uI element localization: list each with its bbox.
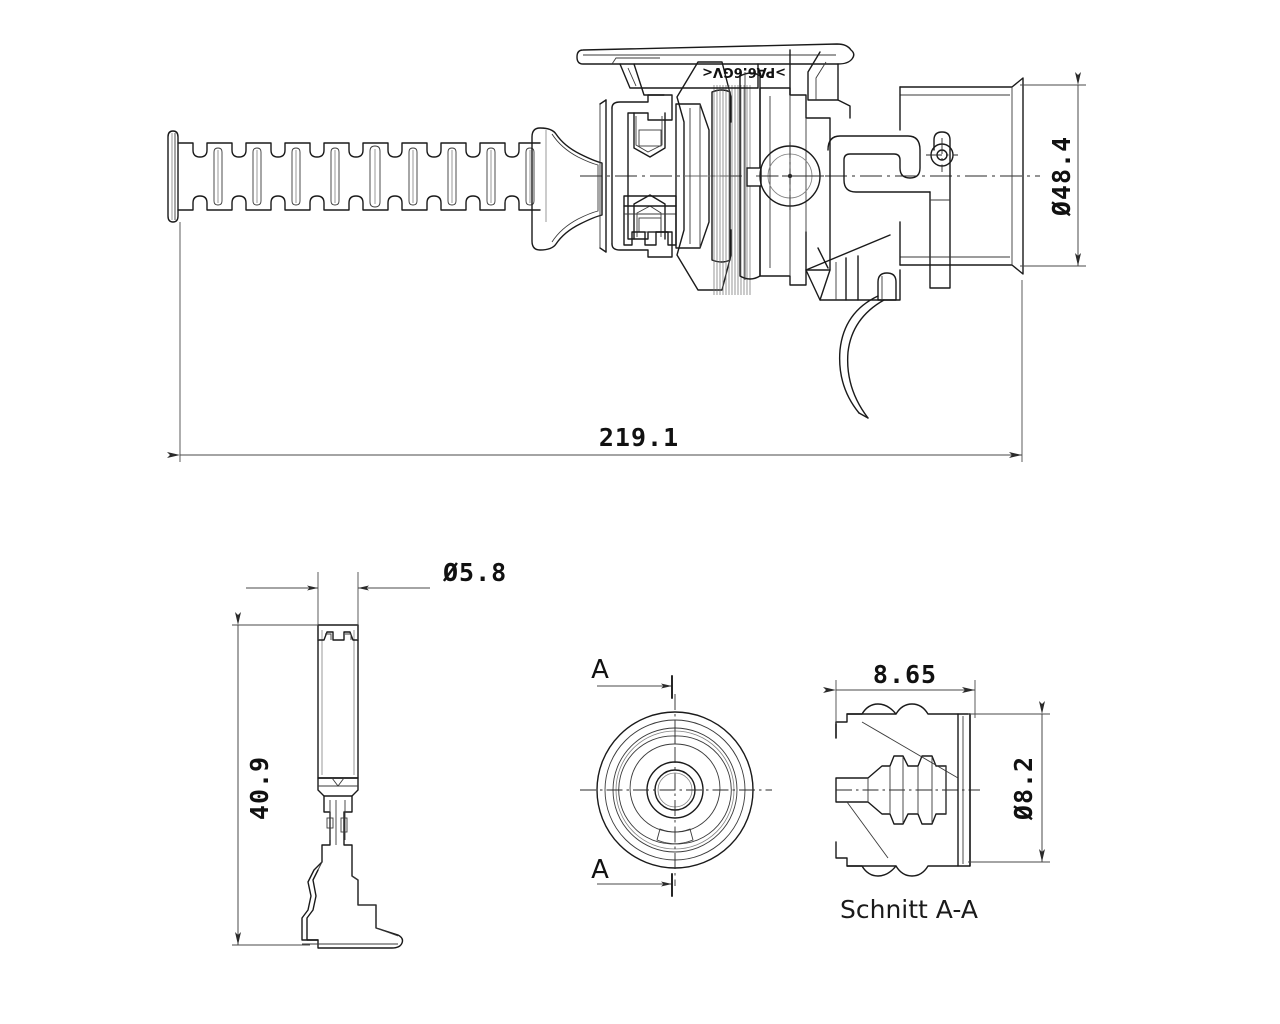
- dimension-terminal-height: 40.9: [232, 612, 318, 946]
- lower-bracket: [805, 231, 901, 419]
- hex-body: [675, 61, 732, 291]
- dim-label-seal-length: 8.65: [873, 660, 937, 689]
- section-letter-top: A: [591, 655, 609, 685]
- section-view-label: Schnitt A-A: [840, 895, 978, 924]
- ribbed-conduit: [167, 130, 541, 223]
- top-cover-plate: [576, 43, 855, 119]
- material-marking: >PA6.6GV<: [702, 64, 786, 79]
- conduit-slots: [213, 145, 535, 208]
- dimension-seal-diameter: Ø8.2: [968, 701, 1050, 863]
- cylinder-barrel: [899, 77, 1024, 275]
- seal-end-view: A A: [580, 655, 772, 897]
- dimension-terminal-width: Ø5.8: [246, 558, 507, 640]
- main-assembly-view: >PA6.6GV<: [167, 43, 1040, 419]
- bellows-hatching: [713, 85, 751, 295]
- bellows-section: [711, 72, 761, 295]
- strain-relief-boot: [531, 99, 607, 253]
- terminal-contact-view: [301, 624, 404, 949]
- dim-label-terminal-height: 40.9: [245, 756, 274, 820]
- actuator-lever: [827, 131, 958, 289]
- dim-label-overall-length: 219.1: [599, 423, 679, 452]
- conduit-slot-shading: [217, 149, 531, 204]
- material-marking-text: >PA6.6GV<: [702, 64, 786, 79]
- section-marker-top: A: [591, 655, 673, 699]
- dim-label-seal-diameter: Ø8.2: [1009, 756, 1038, 821]
- section-marker-bottom: A: [591, 855, 673, 897]
- dimension-seal-length: 8.65: [823, 660, 976, 724]
- dim-label-body-diameter: Ø48.4: [1047, 136, 1076, 217]
- section-letter-bottom: A: [591, 855, 609, 885]
- pivot-boss: [756, 142, 824, 210]
- seal-section-view: Schnitt A-A: [835, 703, 980, 924]
- dimension-body-diameter: Ø48.4: [1020, 72, 1086, 267]
- latch-housing: [611, 94, 677, 258]
- dim-label-terminal-width: Ø5.8: [442, 558, 507, 587]
- dimension-overall-length: 219.1: [167, 222, 1023, 462]
